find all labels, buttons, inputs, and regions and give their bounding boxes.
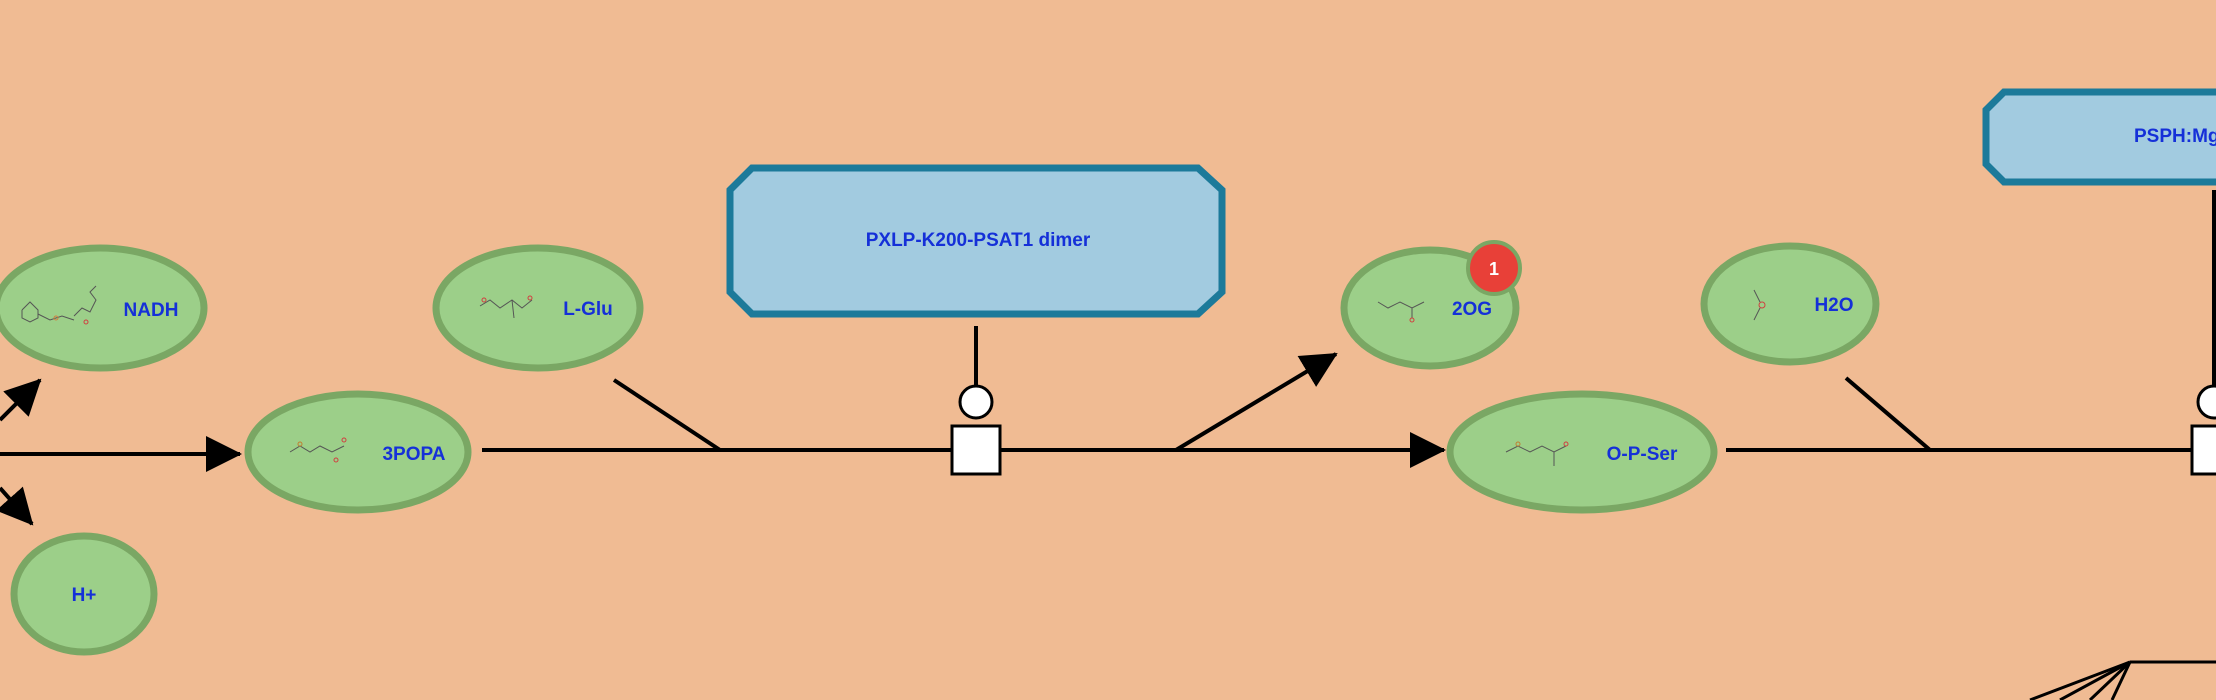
edges — [0, 190, 2216, 700]
edge-h2o-to-reaction2[interactable] — [1844, 376, 1932, 452]
complex-psat1-dimer[interactable]: PXLP-K200-PSAT1 dimer — [726, 164, 1226, 318]
notification-badge[interactable]: 1 — [1466, 240, 1522, 296]
molecule-label: H2O — [1814, 295, 1853, 316]
molecule-label: L-Glu — [563, 299, 613, 320]
molecule-label: O-P-Ser — [1607, 444, 1678, 465]
structure-icon — [479, 295, 533, 319]
catalysis-glyph — [2196, 384, 2216, 420]
edge-reaction1-to-2og[interactable] — [1174, 352, 1338, 452]
molecule-label: 3POPA — [382, 444, 445, 465]
complex-label: PSPH:Mg — [2134, 126, 2216, 147]
structure-icon — [289, 437, 347, 463]
structure-icon — [1505, 441, 1569, 466]
molecule-2og[interactable]: 2OG 1 — [1340, 240, 1522, 370]
catalysis-glyph — [958, 384, 994, 420]
molecule-nadh[interactable]: NADH — [0, 244, 208, 372]
edge-to-nadh[interactable] — [0, 378, 42, 422]
edge-fan-bottom-right — [2029, 660, 2216, 700]
complex-label: PXLP-K200-PSAT1 dimer — [866, 230, 1091, 251]
molecule-label: NADH — [124, 300, 179, 321]
edge-l-glu-to-reaction1[interactable] — [612, 378, 722, 452]
molecule-h-plus[interactable]: H+ — [10, 532, 158, 656]
complex-psph-mg[interactable]: PSPH:Mg — [1982, 88, 2216, 186]
molecule-o-p-ser[interactable]: O-P-Ser — [1446, 390, 1718, 514]
molecule-label: H+ — [72, 585, 97, 606]
process-node-reaction2[interactable] — [2190, 384, 2216, 476]
structure-icon — [1753, 289, 1766, 321]
molecule-3popa[interactable]: 3POPA — [244, 390, 472, 514]
structure-icon — [1377, 301, 1425, 323]
molecule-label: 2OG — [1452, 299, 1492, 320]
edge-to-h-plus[interactable] — [0, 486, 34, 526]
svg-text:1: 1 — [1489, 259, 1499, 279]
molecule-h2o[interactable]: H2O — [1700, 242, 1880, 366]
molecule-l-glu[interactable]: L-Glu — [432, 244, 644, 372]
process-node-reaction1[interactable] — [950, 384, 1002, 476]
structure-icon — [21, 285, 97, 325]
